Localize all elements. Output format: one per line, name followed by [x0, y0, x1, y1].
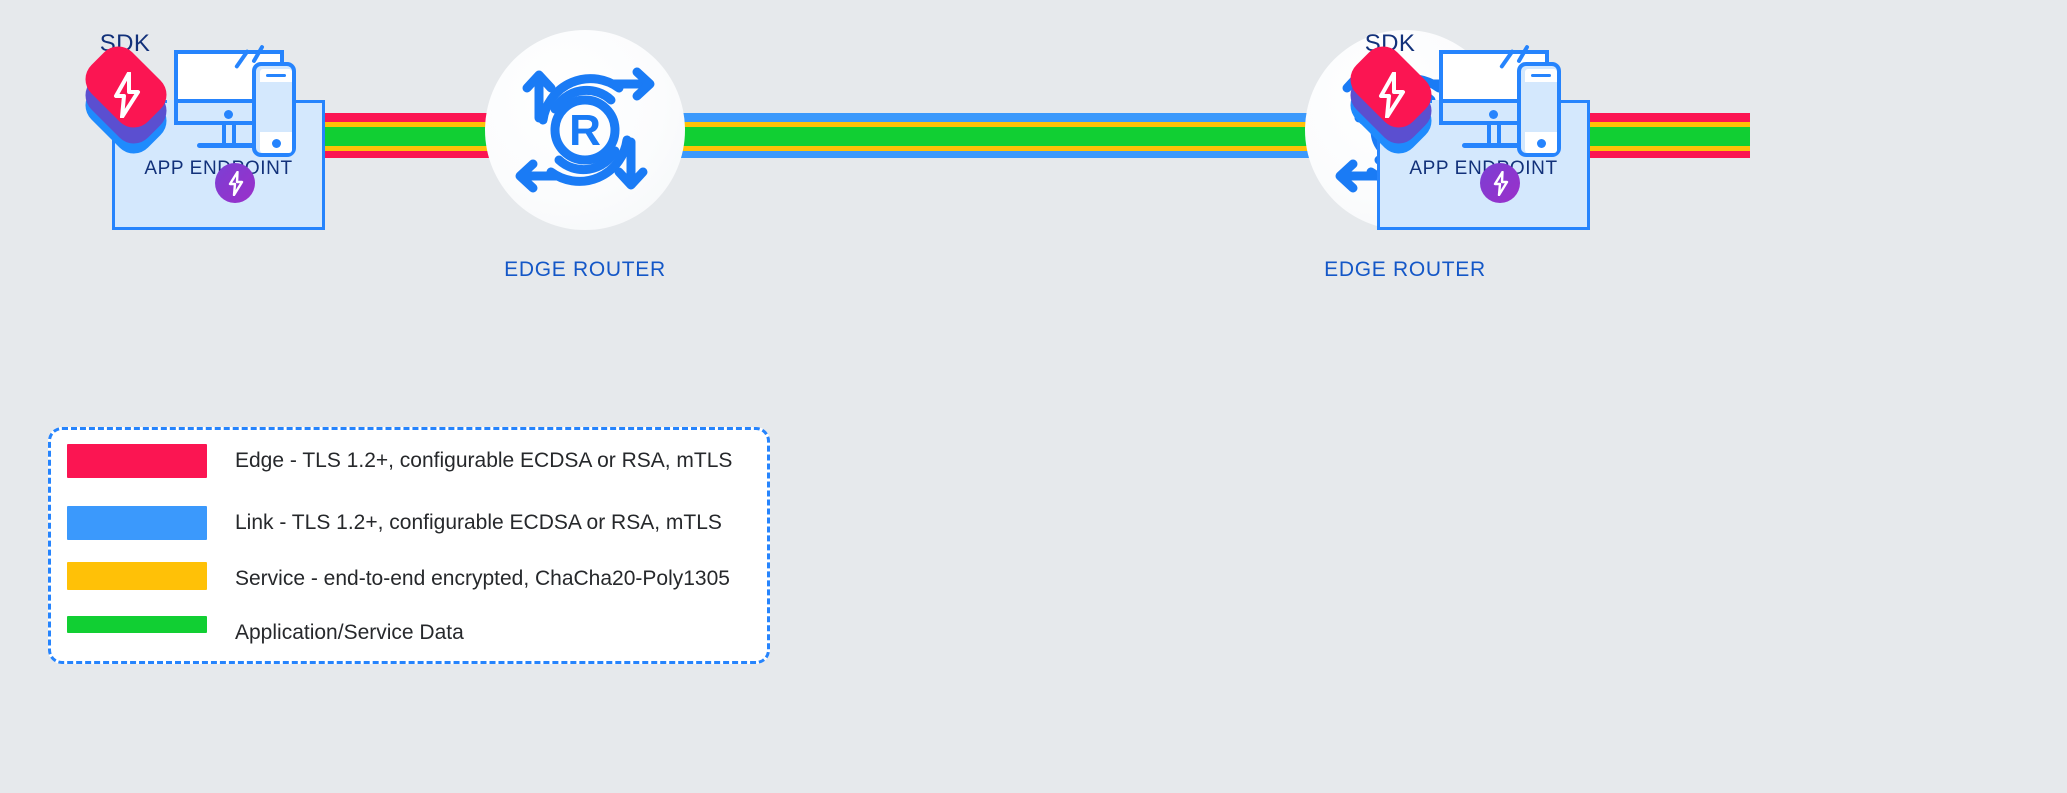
phone-speaker — [1531, 74, 1551, 77]
legend-swatch-edge — [67, 444, 207, 478]
ziti-bolt-icon — [228, 171, 244, 196]
legend-panel: Edge - TLS 1.2+, configurable ECDSA or R… — [48, 427, 770, 664]
legend-label-service: Service - end-to-end encrypted, ChaCha20… — [235, 567, 730, 590]
ziti-badge-icon — [215, 163, 255, 203]
router-glyph: R — [569, 106, 601, 155]
edge-router-right-label: EDGE ROUTER — [1324, 258, 1486, 281]
sdk-stack-icon — [76, 38, 182, 162]
endpoint-label-right: APP ENDPOINT — [1409, 158, 1558, 179]
legend-row: Service - end-to-end encrypted, ChaCha20… — [51, 562, 767, 596]
lightning-bolt-icon — [114, 72, 140, 118]
monitor-foot — [1462, 143, 1526, 148]
monitor-neck — [222, 125, 236, 145]
monitor-dot — [1489, 110, 1498, 119]
endpoint-box-edge-right — [282, 100, 325, 103]
endpoint-box-edge-right — [1547, 100, 1590, 103]
app-endpoint-left[interactable]: APP ENDPOINT SDK — [40, 0, 340, 290]
monitor-dot — [224, 110, 233, 119]
sdk-stack-icon — [1341, 38, 1447, 162]
legend-swatch-appdata — [67, 616, 207, 633]
monitor-neck — [1487, 125, 1501, 145]
lightning-bolt-icon — [1379, 72, 1405, 118]
endpoint-label-left: APP ENDPOINT — [144, 158, 293, 179]
legend-row: Link - TLS 1.2+, configurable ECDSA or R… — [51, 506, 767, 540]
legend-label-edge: Edge - TLS 1.2+, configurable ECDSA or R… — [235, 449, 733, 472]
app-endpoint-right[interactable]: APP ENDPOINT SDK — [1305, 0, 1605, 290]
router-icon: R — [515, 67, 655, 193]
phone-icon — [1517, 62, 1561, 157]
legend-row: Edge - TLS 1.2+, configurable ECDSA or R… — [51, 444, 767, 478]
legend-row: Application/Service Data — [51, 616, 767, 650]
router-circle-bg — [485, 30, 685, 230]
legend-swatch-service — [67, 562, 207, 590]
phone-speaker — [266, 74, 286, 77]
monitor-foot — [197, 143, 261, 148]
legend-swatch-link — [67, 506, 207, 540]
ziti-bolt-icon — [1493, 171, 1509, 196]
edge-router-left-label: EDGE ROUTER — [504, 258, 666, 281]
phone-home-button — [272, 139, 281, 148]
phone-home-button — [1537, 139, 1546, 148]
ziti-badge-icon — [1480, 163, 1520, 203]
phone-icon — [252, 62, 296, 157]
legend-label-link: Link - TLS 1.2+, configurable ECDSA or R… — [235, 511, 722, 534]
legend-label-appdata: Application/Service Data — [235, 621, 464, 644]
edge-router-left[interactable]: R EDGE ROUTER — [485, 30, 685, 281]
